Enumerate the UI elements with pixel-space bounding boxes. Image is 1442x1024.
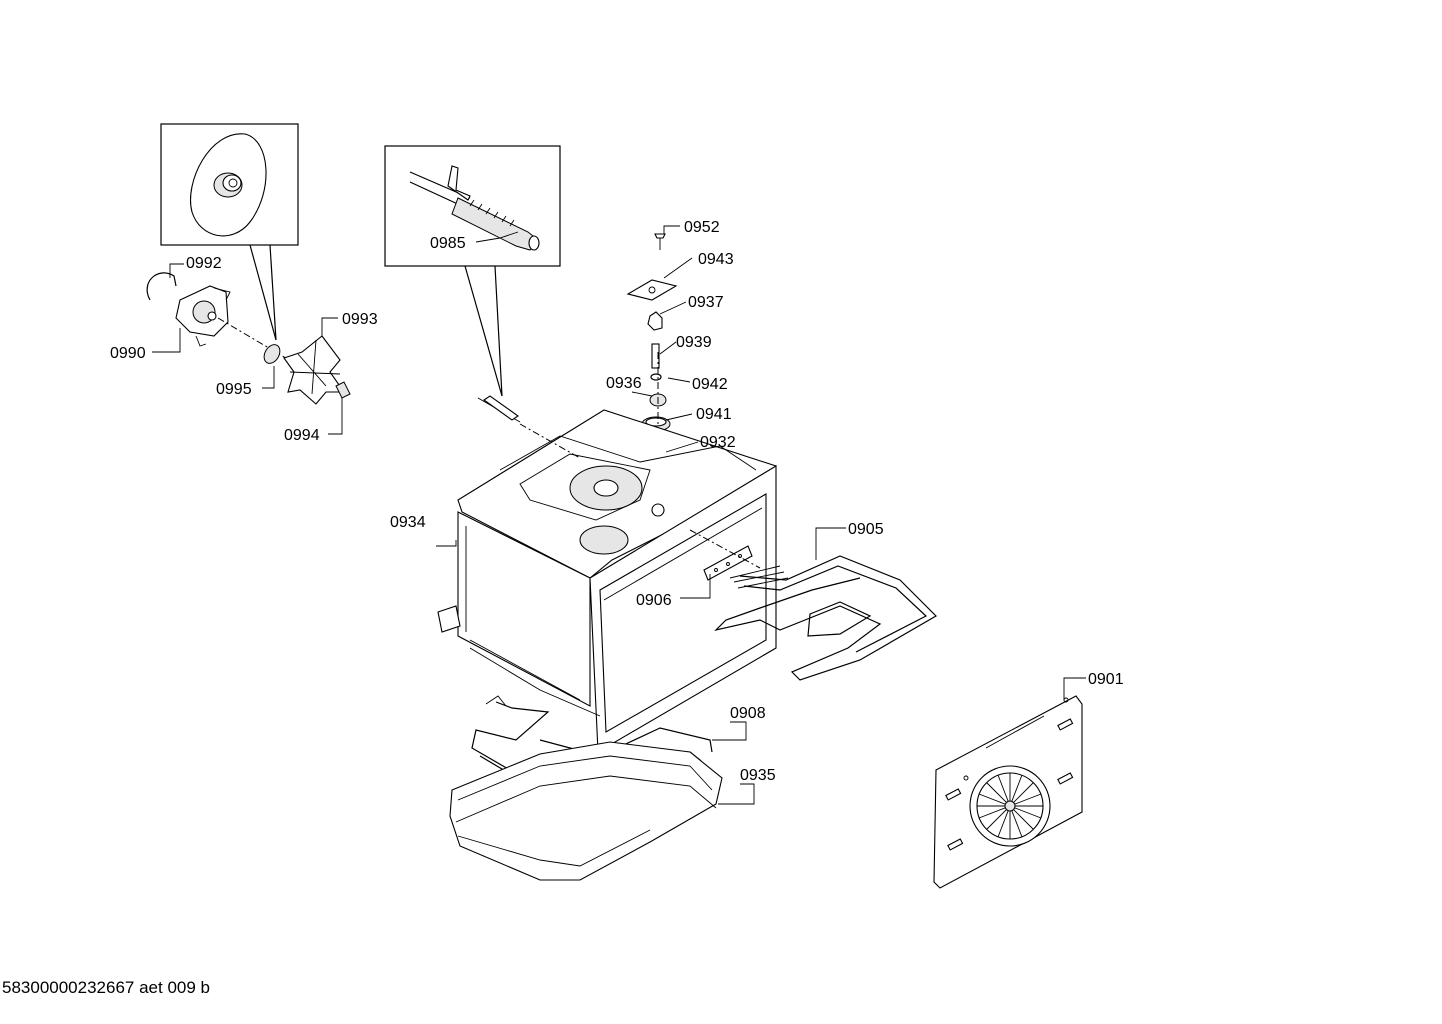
callout-0952: 0952: [684, 219, 720, 236]
detail-inset-sensor-rod: [384, 145, 561, 397]
callout-0937: 0937: [688, 294, 724, 311]
callout-0935: 0935: [740, 767, 776, 784]
door-seal: [449, 741, 723, 881]
callout-0934: 0934: [390, 514, 426, 531]
callout-0993: 0993: [342, 311, 378, 328]
callout-0901: 0901: [1088, 671, 1124, 688]
callout-0936: 0936: [606, 375, 642, 392]
callout-0908: 0908: [730, 705, 766, 722]
back-panel: [933, 695, 1083, 889]
callout-0906: 0906: [636, 592, 672, 609]
callout-0990: 0990: [110, 345, 146, 362]
callout-0994: 0994: [284, 427, 320, 444]
fan-motor-cluster: [146, 272, 351, 405]
detail-inset-fan-disc: [160, 123, 299, 341]
document-code: 58300000232667 aet 009 b: [2, 978, 210, 997]
callout-0905: 0905: [848, 521, 884, 538]
callout-0992: 0992: [186, 255, 222, 272]
leader-lines: [152, 225, 1086, 805]
callout-labels: 0992 0990 0995 0993 0994 0985 0952 0943 …: [110, 219, 1124, 784]
callout-0985: 0985: [430, 235, 466, 252]
oven-cavity: [437, 395, 777, 753]
callout-0942: 0942: [692, 376, 728, 393]
top-heating-element: [689, 529, 937, 681]
callout-0932: 0932: [700, 434, 736, 451]
callout-0943: 0943: [698, 251, 734, 268]
callout-0941: 0941: [696, 406, 732, 423]
callout-0939: 0939: [676, 334, 712, 351]
callout-0995: 0995: [216, 381, 252, 398]
